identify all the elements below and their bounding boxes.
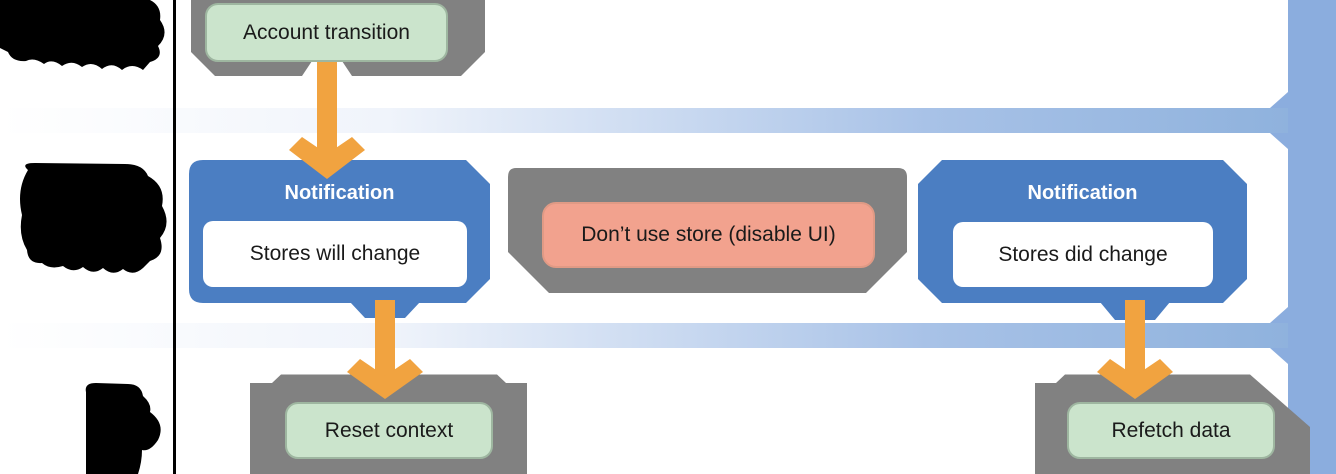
refetch-data-node: Refetch data — [1067, 402, 1275, 459]
arrow-head-icon — [347, 359, 423, 399]
account-transition-label: Account transition — [243, 20, 410, 44]
timeline-bar — [1288, 0, 1336, 474]
dont-use-store-node: Don’t use store (disable UI) — [542, 202, 875, 268]
redacted-lane-label-bottom — [85, 383, 161, 474]
bar-flange-icon — [1270, 133, 1288, 149]
notification-left-body: Stores will change — [249, 242, 421, 266]
arrow-head-icon — [289, 137, 365, 179]
notification-left-body-box: Stores will change — [203, 221, 467, 287]
notification-left-title: Notification — [284, 181, 395, 204]
arrow-head-icon — [1097, 359, 1173, 399]
notification-right-title: Notification — [1027, 181, 1138, 204]
arrow-shaft — [317, 58, 337, 154]
notification-right-body: Stores did change — [998, 242, 1168, 266]
arrow-notification-to-reset — [347, 300, 423, 399]
arrow-shaft — [375, 300, 395, 376]
account-transition-node: Account transition — [205, 3, 448, 62]
redacted-lane-label-middle — [20, 163, 167, 273]
redacted-lane-label-top — [0, 0, 165, 70]
arrow-notification-to-refetch — [1097, 300, 1173, 399]
lane-divider-line — [173, 0, 176, 474]
refetch-data-label: Refetch data — [1111, 418, 1231, 442]
reset-context-label: Reset context — [324, 418, 454, 442]
arrow-shaft — [1125, 300, 1145, 376]
notification-right-body-box: Stores did change — [953, 222, 1213, 287]
lane-band-top — [6, 108, 1288, 133]
bar-flange-icon — [1270, 348, 1288, 364]
bar-flange-icon — [1270, 307, 1288, 323]
arrow-account-to-notification — [289, 58, 365, 179]
reset-context-node: Reset context — [285, 402, 493, 459]
lane-band-bottom — [6, 323, 1288, 348]
bar-flange-icon — [1270, 92, 1288, 108]
dont-use-store-label: Don’t use store (disable UI) — [581, 223, 836, 247]
